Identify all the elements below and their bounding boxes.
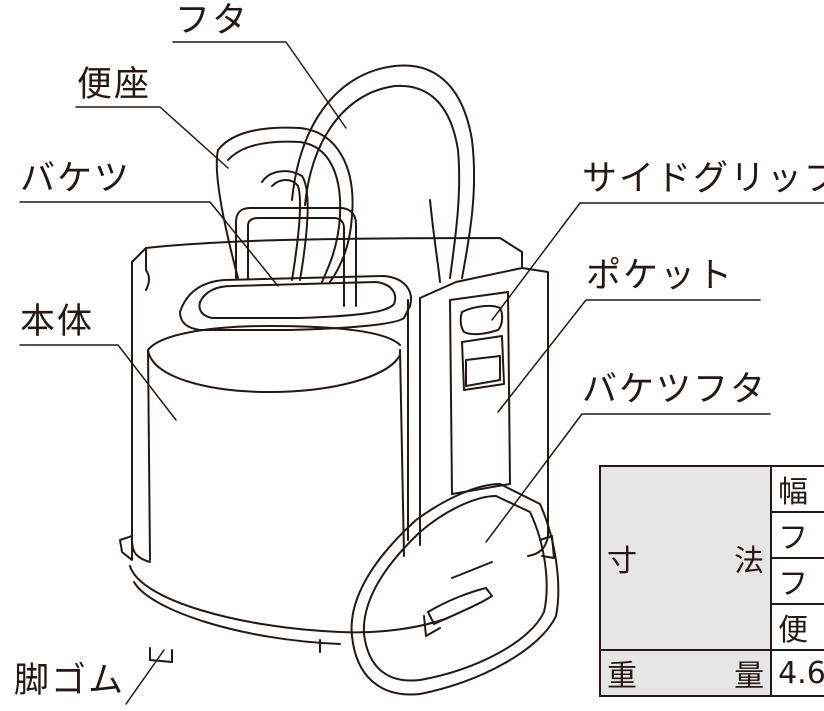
leader-seat (75, 106, 229, 169)
spec-row: 便 (600, 603, 824, 651)
body-drawing (119, 237, 555, 663)
leader-rubber-feet (125, 649, 165, 705)
spec-row: フ (600, 557, 824, 605)
dimension-row-3: フ (770, 557, 824, 605)
bucket-drawing (179, 207, 412, 331)
leader-bucket (19, 201, 279, 287)
dimension-row-2: フ (770, 511, 824, 559)
lid-drawing (291, 64, 476, 283)
dimensions-label-2: 法 (734, 544, 765, 579)
spec-row: 寸 法 幅 (598, 465, 824, 651)
label-body: 本体 (20, 302, 95, 342)
leader-pocket (497, 299, 761, 413)
label-rubber-feet: 脚ゴム (14, 661, 126, 701)
label-bucket: バケツ (20, 159, 132, 199)
label-side-grip: サイドグリップ (582, 159, 824, 199)
spec-table: 寸 法 幅 フ フ 便 重 量 4.6 (598, 465, 824, 697)
dimensions-label-1: 寸 (607, 544, 637, 579)
label-seat: 便座 (77, 65, 152, 105)
side-panel-drawing (449, 291, 511, 495)
leader-body (19, 344, 177, 421)
spec-row: フ (600, 511, 824, 559)
dimensions-header: 寸 法 (598, 465, 773, 651)
label-bucket-lid: バケツフタ (582, 370, 768, 410)
label-lid: フタ (175, 1, 250, 41)
bucket-lid-drawing (350, 483, 560, 696)
dimension-row-width: 幅 (770, 465, 824, 513)
dimension-row-seat: 便 (770, 603, 824, 651)
leader-lid (172, 41, 347, 129)
weight-label-2: 量 (734, 659, 765, 694)
weight-header: 重 量 (598, 649, 773, 697)
leader-bucket-lid (485, 413, 771, 543)
weight-value: 4.6 (770, 649, 824, 697)
leader-side-grip (491, 202, 824, 321)
seat-drawing (215, 126, 354, 283)
weight-label-1: 重 (607, 659, 637, 694)
spec-row: 重 量 4.6 (598, 649, 824, 697)
leader-lines (19, 41, 824, 705)
label-pocket: ポケット (586, 256, 735, 296)
